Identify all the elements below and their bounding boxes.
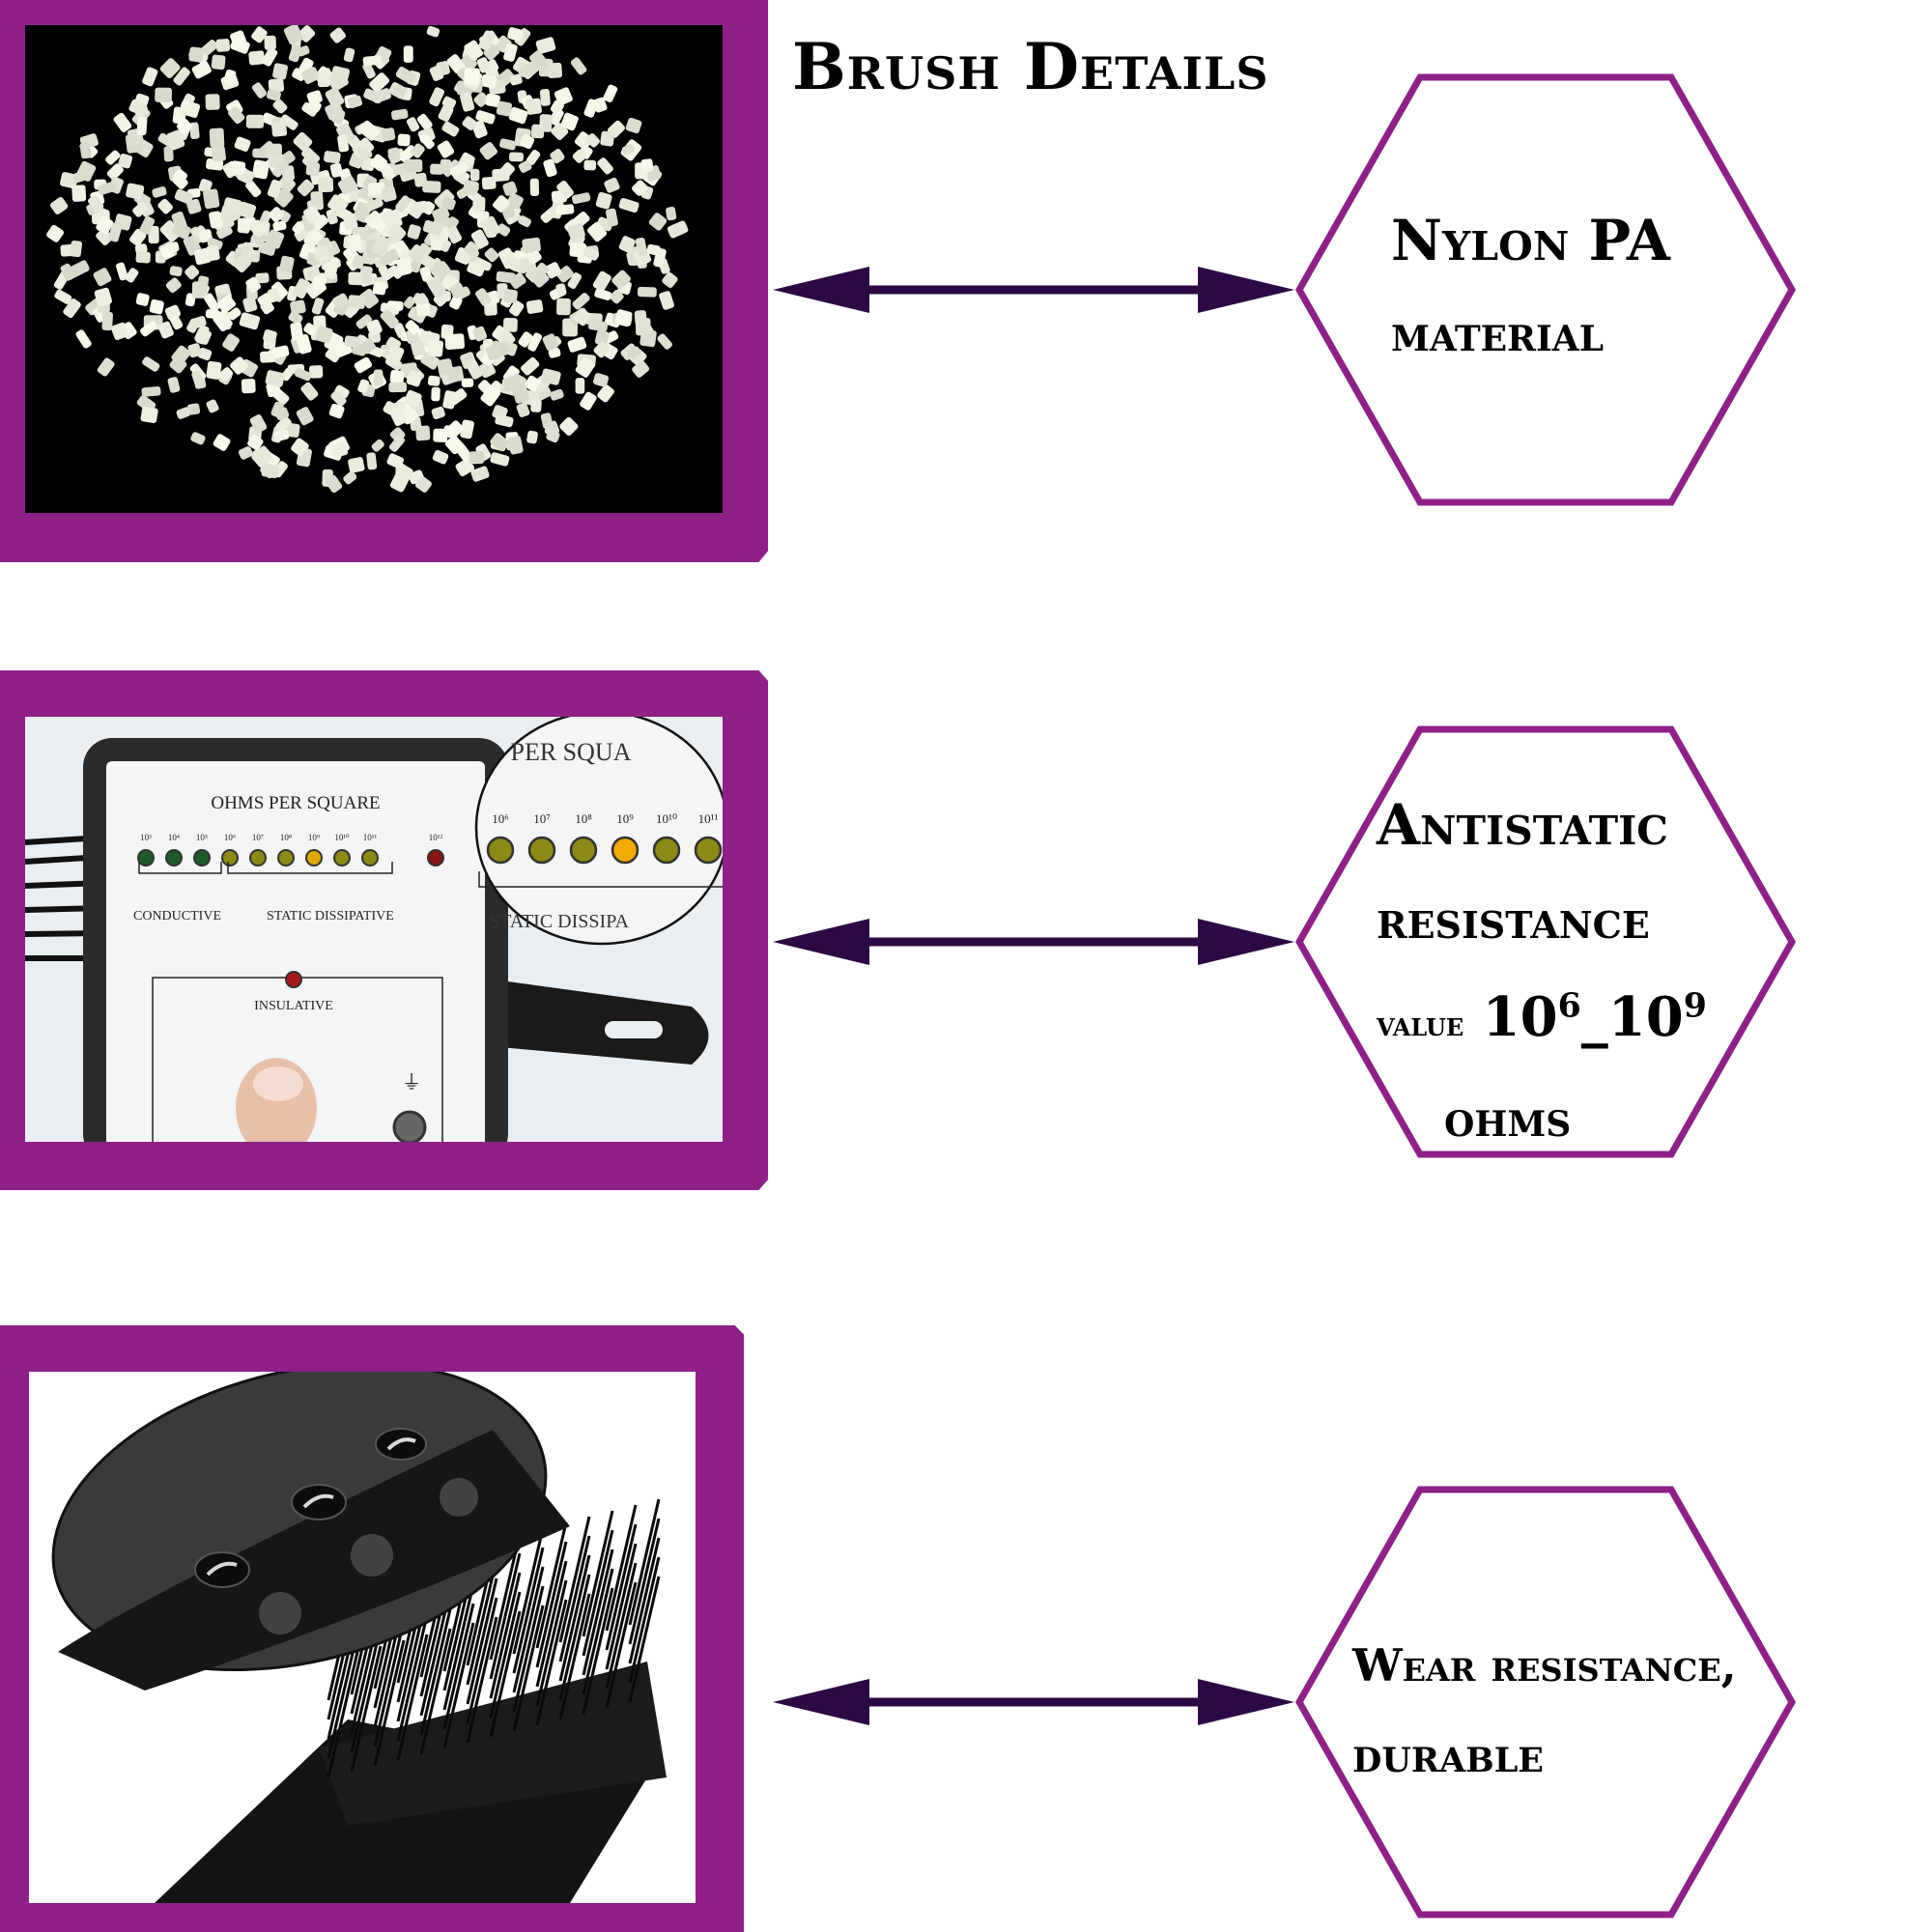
double-arrow-3 (773, 1679, 1294, 1725)
hexagon-outline-icon (1294, 1486, 1797, 1918)
tester-scale-label: 10⁸ (280, 833, 292, 842)
tester-led (249, 849, 267, 867)
hexagon-outline-icon (1294, 725, 1797, 1158)
tester-led (305, 849, 323, 867)
tester-led (193, 849, 211, 867)
zoom-header: PER SQUA (511, 738, 632, 766)
feature-label-line1: Wear resistance, (1352, 1639, 1737, 1691)
zoom-scale-label: 10⁸ (575, 811, 592, 826)
zoom-group-label: STATIC DISSIPA (489, 911, 629, 932)
page-title: Brush Details (792, 29, 1269, 104)
tester-led (427, 849, 444, 867)
tester-scale-label: 10³ (140, 833, 152, 842)
feature-hexagon-1: Nylon PA material (1294, 72, 1797, 507)
nylon-pellets-photo (25, 25, 723, 513)
feature-label-line4: ohms (1444, 1090, 1572, 1149)
tester-led (361, 849, 379, 867)
tester-led (333, 849, 351, 867)
zoom-led (569, 836, 598, 865)
value-exp-1: 6 (1557, 985, 1581, 1026)
value-exp-2: 9 (1683, 985, 1707, 1026)
value-base-1: 10 (1482, 985, 1558, 1049)
value-separator: _ (1580, 985, 1608, 1049)
tester-insulative-label: INSULATIVE (254, 999, 333, 1013)
tester-led (165, 849, 183, 867)
feature-label-line2: material (1391, 304, 1605, 363)
feature-label-line1: Antistatic (1377, 792, 1668, 858)
tester-scale-label: 10⁶ (224, 833, 236, 842)
zoom-scale-label: 10⁶ (492, 811, 509, 826)
feature-hexagon-2: Antistatic resistance value 106_109 ohms (1294, 724, 1797, 1159)
zoom-led (611, 836, 639, 865)
tester-scale-label: 10¹² (429, 833, 443, 842)
zoom-scale-label: 10⁷ (533, 811, 551, 826)
tester-scale-label: 10⁴ (168, 833, 180, 842)
feature-hexagon-3: Wear resistance, durable (1294, 1485, 1797, 1919)
tester-led (277, 849, 295, 867)
svg-text:⏚: ⏚ (402, 1070, 421, 1094)
zoom-led (486, 836, 515, 865)
tester-scale-label: 10¹⁰ (334, 833, 350, 842)
tester-led (221, 849, 239, 867)
feature-label-line1: Nylon PA (1391, 208, 1670, 273)
double-arrow-1 (773, 267, 1294, 313)
antistatic-brush-photo (29, 1372, 696, 1903)
tester-conductive-label: CONDUCTIVE (133, 909, 221, 923)
double-arrow-2 (773, 919, 1294, 965)
zoom-led (652, 836, 681, 865)
tester-scale-label: 10⁷ (252, 833, 264, 842)
zoom-scale-label: 10⁹ (616, 811, 634, 826)
value-prefix: value (1377, 1005, 1464, 1043)
zoom-scale-label: 10¹⁰ (656, 811, 677, 826)
tester-scale-label: 10¹¹ (363, 833, 378, 842)
value-base-2: 10 (1607, 985, 1684, 1049)
tester-scale-label: 10⁹ (308, 833, 320, 842)
zoom-scale-label: 10¹¹ (698, 811, 719, 826)
tester-header: OHMS PER SQUARE (211, 793, 380, 813)
tester-scale-label: 10⁵ (196, 833, 208, 842)
tester-dissipative-label: STATIC DISSIPATIVE (267, 909, 394, 923)
zoom-led (527, 836, 556, 865)
resistance-tester-photo: OHMS PER SQUARE 10³ 10⁴ 10⁵ 10⁶ 10⁷ 10⁸ 10⁹ 10¹… (25, 717, 723, 1142)
hexagon-outline-icon (1294, 73, 1797, 506)
feature-label-value: value 106_109 (1377, 985, 1707, 1049)
feature-label-line2: resistance (1377, 889, 1650, 951)
feature-label-line2: durable (1352, 1726, 1544, 1783)
zoom-led (694, 836, 723, 865)
tester-led (137, 849, 155, 867)
